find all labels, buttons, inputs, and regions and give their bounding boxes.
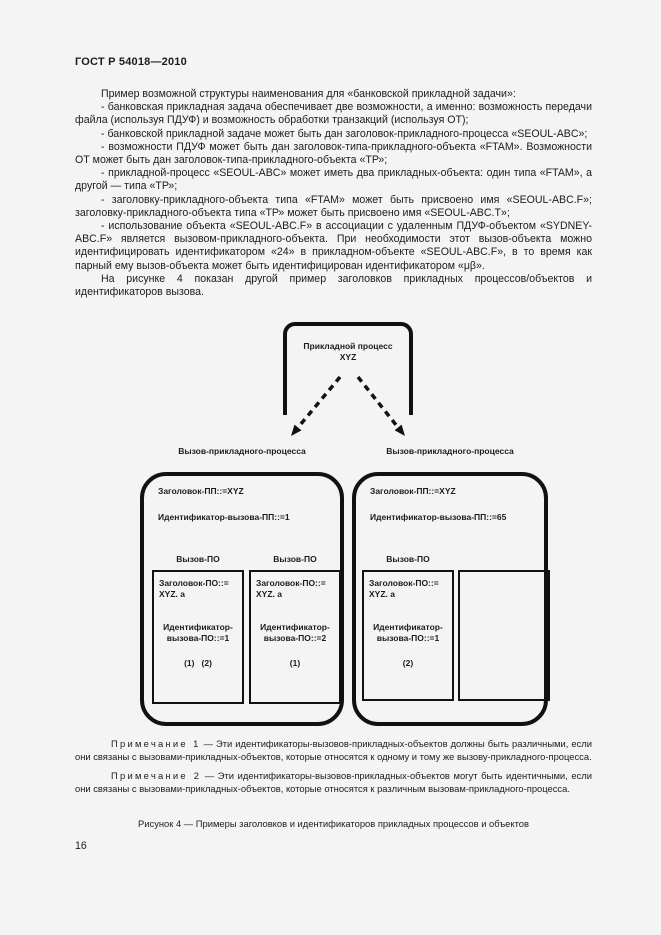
- note-2: Примечание 2 — Эти идентификаторы-вызово…: [75, 770, 592, 795]
- ao-invocation-box: Заголовок-ПО::= XYZ. a Идентификатор- вы…: [152, 570, 244, 704]
- process-box-title: Прикладной процесс: [303, 341, 393, 351]
- ao-id-line2: вызова-ПО::=1: [166, 632, 230, 643]
- ao-invocation-id: Идентификатор- вызова-ПО::=1: [364, 622, 452, 643]
- note-2-text: — Эти идентификаторы-вызовов-прикладных-…: [75, 770, 592, 794]
- note-reference-marks: (2): [402, 658, 414, 668]
- note-1-label: Примечание 1: [111, 738, 201, 749]
- process-box-name: XYZ: [339, 351, 357, 362]
- note-reference-marks: (1): [289, 658, 301, 668]
- ao-title-line1: Заголовок-ПО::=: [159, 578, 229, 588]
- ap-invocation-id: Идентификатор-вызова-ПП::=65: [370, 512, 507, 522]
- ao-title: Заголовок-ПО::= XYZ. a: [369, 578, 439, 599]
- arrowhead-right: [394, 424, 405, 436]
- paragraph: - использование объекта «SEOUL-ABC.F» в …: [75, 220, 592, 272]
- ap-invocation-id: Идентификатор-вызова-ПП::=1: [158, 512, 290, 522]
- ao-invocation-id: Идентификатор- вызова-ПО::=2: [251, 622, 339, 643]
- ao-id-line1: Идентификатор-: [163, 622, 233, 632]
- ap-invocation-label-right: Вызов-прикладного-процесса: [386, 446, 514, 456]
- ap-invocation-box-left: Заголовок-ПП::=XYZ Идентификатор-вызова-…: [140, 472, 344, 726]
- ao-id-line2: вызова-ПО::=2: [263, 632, 327, 643]
- figure-caption: Рисунок 4 — Примеры заголовков и идентиф…: [138, 818, 529, 829]
- note-1-text: — Эти идентификаторы-вызовов-прикладных-…: [75, 738, 592, 762]
- ao-id-line1: Идентификатор-: [373, 622, 443, 632]
- ao-title-line2: XYZ. a: [256, 588, 282, 599]
- application-process-box: Прикладной процесс XYZ: [283, 322, 413, 415]
- ao-id-line2: вызова-ПО::=1: [376, 632, 440, 643]
- document-header: ГОСТ Р 54018—2010: [75, 56, 187, 68]
- ao-title: Заголовок-ПО::= XYZ. a: [256, 578, 326, 599]
- body-text: Пример возможной структуры наименования …: [75, 88, 592, 299]
- ao-title-line2: XYZ. a: [159, 588, 185, 599]
- note-reference-marks: (1) (2): [184, 658, 212, 668]
- figure-notes: Примечание 1 — Эти идентификаторы-вызово…: [75, 738, 592, 802]
- ao-invocation-label: Вызов-ПО: [386, 554, 430, 564]
- ao-id-line1: Идентификатор-: [260, 622, 330, 632]
- paragraph: - банковская прикладная задача обеспечив…: [75, 101, 592, 127]
- ao-invocation-label: Вызов-ПО: [273, 554, 317, 564]
- dashed-arrows: [291, 375, 405, 436]
- ao-title: Заголовок-ПО::= XYZ. a: [159, 578, 229, 599]
- paragraph: - заголовку-прикладного-объекта типа «FT…: [75, 193, 592, 219]
- paragraph: Пример возможной структуры наименования …: [101, 88, 516, 100]
- ap-title: Заголовок-ПП::=XYZ: [370, 486, 456, 496]
- page-number: 16: [75, 840, 87, 852]
- note-1: Примечание 1 — Эти идентификаторы-вызово…: [75, 738, 592, 763]
- ao-invocation-box: Заголовок-ПО::= XYZ. a Идентификатор- вы…: [362, 570, 454, 701]
- paragraph: - банковской прикладной задаче может быт…: [101, 127, 588, 140]
- paragraph: На рисунке 4 показан другой пример загол…: [75, 272, 592, 299]
- ap-invocation-label-left: Вызов-прикладного-процесса: [178, 446, 306, 456]
- ao-invocation-label: Вызов-ПО: [176, 554, 220, 564]
- ap-title: Заголовок-ПП::=XYZ: [158, 486, 244, 496]
- arrowhead-left: [291, 424, 302, 436]
- ao-invocation-box-empty: [458, 570, 550, 701]
- note-2-label: Примечание 2: [111, 770, 202, 782]
- ap-invocation-box-right: Заголовок-ПП::=XYZ Идентификатор-вызова-…: [352, 472, 550, 726]
- paragraph: - возможности ПДУФ может быть дан заголо…: [75, 140, 592, 167]
- ao-invocation-box: Заголовок-ПО::= XYZ. a Идентификатор- вы…: [249, 570, 341, 704]
- figure-4-diagram: Прикладной процесс XYZ Вызов-прикладного…: [128, 320, 552, 730]
- ao-title-line1: Заголовок-ПО::=: [369, 578, 439, 588]
- ao-invocation-id: Идентификатор- вызова-ПО::=1: [154, 622, 242, 643]
- ao-title-line1: Заголовок-ПО::=: [256, 578, 326, 588]
- paragraph: - прикладной-процесс «SEOUL-ABC» может и…: [75, 167, 592, 193]
- ao-title-line2: XYZ. a: [369, 588, 395, 599]
